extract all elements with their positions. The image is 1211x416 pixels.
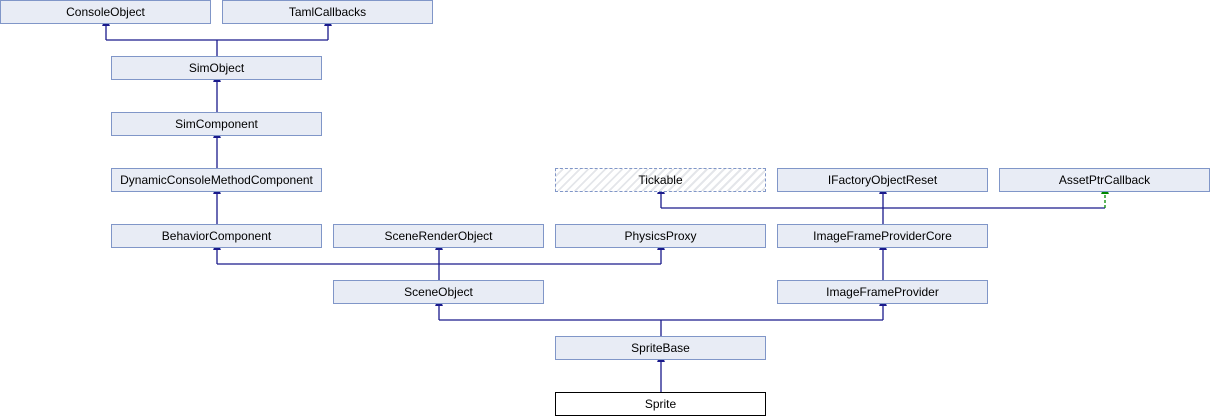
node-image-frame-provider[interactable]: ImageFrameProvider: [777, 280, 988, 304]
node-scene-object[interactable]: SceneObject: [333, 280, 544, 304]
node-ifactory-object-reset[interactable]: IFactoryObjectReset: [777, 168, 988, 192]
node-physics-proxy[interactable]: PhysicsProxy: [555, 224, 766, 248]
node-sprite-base[interactable]: SpriteBase: [555, 336, 766, 360]
node-behavior-component[interactable]: BehaviorComponent: [111, 224, 322, 248]
node-taml-callbacks[interactable]: TamlCallbacks: [222, 0, 433, 24]
node-sim-component[interactable]: SimComponent: [111, 112, 322, 136]
node-tickable: Tickable: [555, 168, 766, 192]
node-dynamic-console-method-component[interactable]: DynamicConsoleMethodComponent: [111, 168, 322, 192]
node-scene-render-object[interactable]: SceneRenderObject: [333, 224, 544, 248]
edge-spritebase: [439, 319, 883, 336]
node-sim-object[interactable]: SimObject: [111, 56, 322, 80]
node-sprite: Sprite: [555, 392, 766, 416]
edge-sceneobject: [217, 263, 661, 280]
node-asset-ptr-callback[interactable]: AssetPtrCallback: [999, 168, 1210, 192]
node-image-frame-provider-core[interactable]: ImageFrameProviderCore: [777, 224, 988, 248]
edge-simobject: [106, 39, 328, 56]
node-console-object[interactable]: ConsoleObject: [0, 0, 211, 24]
edge-imageframeprovidercore: [661, 207, 1105, 224]
